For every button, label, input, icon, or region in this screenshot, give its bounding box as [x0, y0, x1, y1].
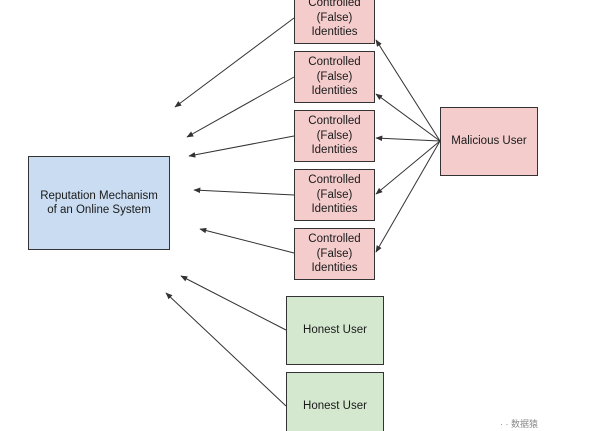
arrow-malicious-to-controlled-4 [375, 140, 441, 195]
arrow-malicious-to-controlled-5 [375, 140, 441, 253]
arrow-controlled-3-to-reputation [188, 135, 295, 158]
arrow-honest-1-to-reputation [180, 275, 287, 331]
arrow-controlled-1-to-reputation [174, 17, 295, 108]
malicious-user-box: Malicious User [440, 107, 538, 176]
arrow-malicious-to-controlled-1 [375, 39, 441, 142]
controlled-identities-box-5: Controlled (False) Identities [294, 228, 375, 280]
arrow-controlled-4-to-reputation [193, 187, 295, 196]
honest-user-box-2: Honest User [286, 372, 384, 431]
honest-user-box-1: Honest User [286, 296, 384, 365]
controlled-identities-box-4: Controlled (False) Identities [294, 169, 375, 221]
arrow-controlled-2-to-reputation [186, 76, 295, 138]
controlled-identities-box-3: Controlled (False) Identities [294, 110, 375, 162]
watermark-text: · · 数据猿 [500, 419, 538, 429]
arrow-malicious-to-controlled-3 [375, 135, 441, 142]
reputation-mechanism-box: Reputation Mechanism of an Online System [28, 156, 170, 250]
controlled-identities-box-2: Controlled (False) Identities [294, 51, 375, 103]
arrow-malicious-to-controlled-2 [375, 93, 441, 142]
arrow-honest-2-to-reputation [165, 292, 287, 407]
arrow-controlled-5-to-reputation [199, 227, 295, 254]
controlled-identities-box-1: Controlled (False) Identities [294, 0, 375, 44]
